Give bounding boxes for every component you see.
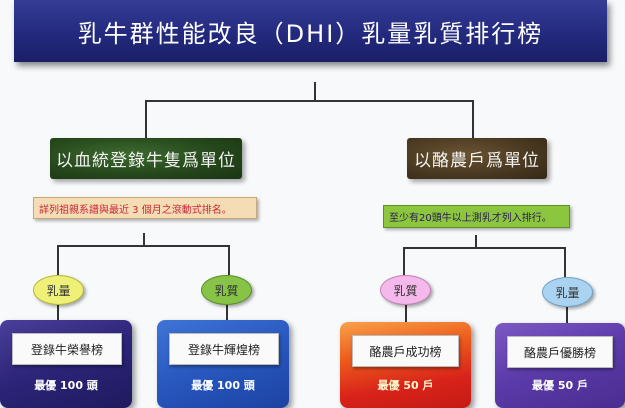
connector-left-drop-2 xyxy=(228,245,230,275)
connector-right-drop-2 xyxy=(564,247,566,277)
connector-root-bar xyxy=(145,100,474,102)
ranking-card-title: 登錄牛榮譽榜 xyxy=(12,333,122,365)
ranking-card-glory: 登錄牛輝煌榜 最優 100 頭 xyxy=(157,320,289,408)
category-label: 以酪農戶爲單位 xyxy=(414,151,540,171)
connector-right-drop-1 xyxy=(403,247,405,275)
category-registered-cattle: 以血統登錄牛隻爲單位 xyxy=(50,138,242,179)
note-min-herd-size: 至少有20頭牛以上測乳才列入排行。 xyxy=(383,205,570,228)
oval-milk-yield: 乳量 xyxy=(33,275,84,305)
connector-oval-rr xyxy=(566,307,568,323)
page-title: 乳牛群性能改良（DHI）乳量乳質排行榜 xyxy=(77,19,544,48)
ranking-card-title: 登錄牛輝煌榜 xyxy=(169,333,279,365)
connector-left-drop-1 xyxy=(57,245,59,275)
connector-right-stem xyxy=(475,235,477,249)
connector-root-stem xyxy=(314,82,316,102)
connector-right-drop xyxy=(472,100,474,138)
note-pedigree-ranking: 詳列祖親系譜與最近 3 個月之滾動式排名。 xyxy=(33,197,257,219)
connector-oval-rl xyxy=(405,305,407,322)
ranking-card-subtitle: 最優 50 戶 xyxy=(377,379,434,392)
oval-milk-quality: 乳質 xyxy=(201,275,252,305)
connector-oval-lr xyxy=(226,305,228,320)
ranking-card-honor: 登錄牛榮譽榜 最優 100 頭 xyxy=(0,320,132,408)
oval-milk-yield: 乳量 xyxy=(542,277,593,307)
category-label: 以血統登錄牛隻爲單位 xyxy=(56,151,236,171)
ranking-card-success: 酪農戶成功榜 最優 50 戶 xyxy=(340,322,471,408)
title-banner: 乳牛群性能改良（DHI）乳量乳質排行榜 xyxy=(14,0,607,62)
ranking-card-subtitle: 最優 100 頭 xyxy=(191,379,255,392)
connector-right-bar xyxy=(403,247,566,249)
category-dairy-farm: 以酪農戶爲單位 xyxy=(407,138,547,179)
connector-left-stem xyxy=(143,233,145,247)
ranking-card-title: 酪農戶優勝榜 xyxy=(507,336,613,368)
oval-milk-quality: 乳質 xyxy=(380,275,431,305)
ranking-card-winner: 酪農戶優勝榜 最優 50 戶 xyxy=(495,323,625,408)
connector-oval-ll xyxy=(57,305,59,320)
connector-left-drop xyxy=(145,100,147,138)
ranking-card-subtitle: 最優 50 戶 xyxy=(532,379,588,392)
ranking-card-title: 酪農戶成功榜 xyxy=(352,335,459,367)
ranking-card-subtitle: 最優 100 頭 xyxy=(34,379,98,392)
connector-left-bar xyxy=(57,245,230,247)
